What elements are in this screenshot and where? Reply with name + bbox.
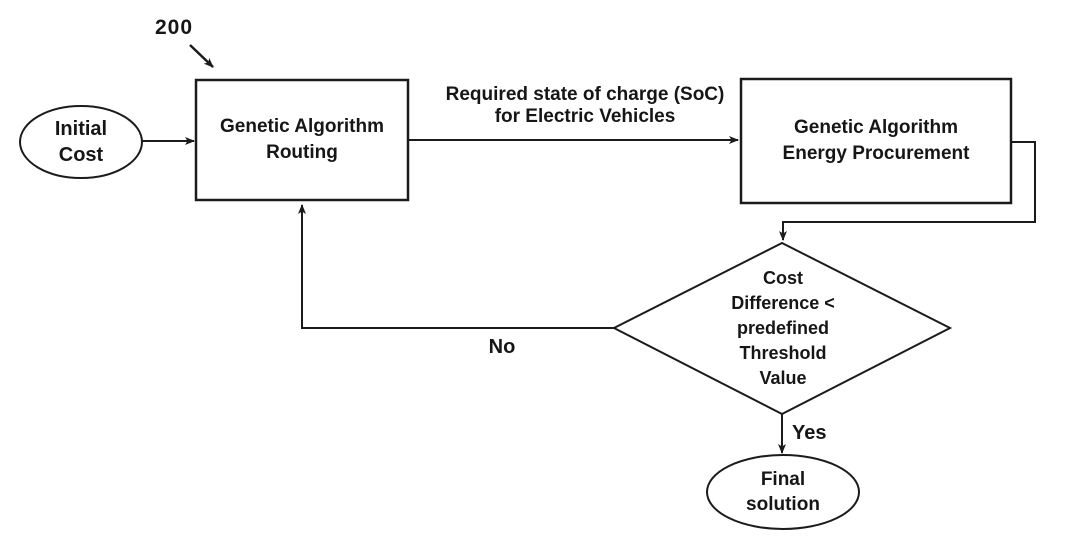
ga-routing-label: Genetic Algorithm Routing: [220, 116, 384, 163]
soc-edge-label: Required state of charge (SoC) for Elect…: [445, 84, 725, 127]
edge-no-loop: [298, 204, 614, 329]
figure-reference-number: 200: [154, 16, 194, 39]
ga-energy-label: Genetic Algorithm Energy Procurement: [782, 117, 970, 164]
ga-energy-box: [739, 77, 1013, 205]
ga-routing-box: [194, 78, 410, 202]
yes-branch-label: Yes: [792, 422, 827, 444]
decision-label: Cost Difference < predefined Threshold V…: [731, 268, 835, 388]
initial-cost-label: Initial Cost: [54, 118, 108, 166]
reference-pointer-arrow: [189, 44, 214, 68]
edge-energy-to-decision: [779, 141, 1036, 241]
final-solution-label: Final solution: [746, 469, 820, 515]
no-branch-label: No: [488, 336, 516, 358]
final-solution-ellipse: [706, 454, 860, 530]
